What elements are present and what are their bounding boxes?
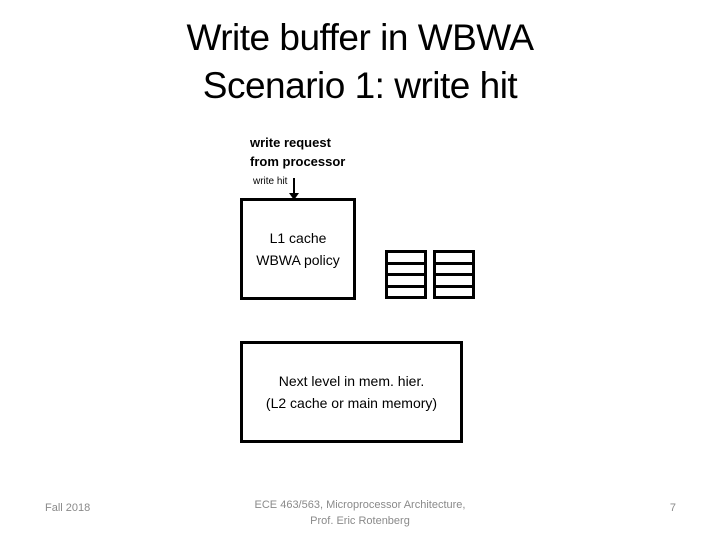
write-hit-label: write hit bbox=[253, 176, 288, 187]
next-level-box-line1: Next level in mem. hier. bbox=[278, 373, 425, 389]
footer-date: Fall 2018 bbox=[45, 502, 91, 514]
write-buffer-entry bbox=[436, 287, 472, 296]
slide-title-line2: Scenario 1: write hit bbox=[202, 65, 518, 106]
footer-course-line1: ECE 463/563, Microprocessor Architecture… bbox=[254, 499, 466, 511]
footer-course-line2: Prof. Eric Rotenberg bbox=[310, 515, 410, 527]
l1-cache-box: L1 cache WBWA policy bbox=[240, 198, 356, 300]
slide-title-line1: Write buffer in WBWA bbox=[186, 17, 534, 58]
request-arrow-line bbox=[293, 178, 295, 194]
write-buffer-entry bbox=[436, 253, 472, 262]
footer-course-info: ECE 463/563, Microprocessor Architecture… bbox=[0, 497, 720, 529]
page-number: 7 bbox=[669, 502, 676, 514]
request-arrow-head-icon bbox=[289, 193, 299, 200]
next-level-box-line2: (L2 cache or main memory) bbox=[265, 395, 438, 411]
slide-title: Write buffer in WBWA Scenario 1: write h… bbox=[0, 14, 720, 110]
write-buffer bbox=[433, 250, 475, 299]
write-buffer bbox=[385, 250, 427, 299]
write-buffer-entry bbox=[436, 264, 472, 273]
l1-cache-box-line1: L1 cache bbox=[269, 230, 327, 246]
write-buffer-entry bbox=[388, 264, 424, 273]
write-request-label: write request from processor bbox=[250, 133, 345, 171]
write-buffer-entry bbox=[388, 253, 424, 262]
write-request-label-line1: write request bbox=[250, 135, 331, 150]
l1-cache-box-line2: WBWA policy bbox=[256, 252, 340, 268]
write-buffer-entry bbox=[388, 276, 424, 285]
write-buffer-entry bbox=[436, 276, 472, 285]
next-level-box: Next level in mem. hier. (L2 cache or ma… bbox=[240, 341, 463, 443]
write-request-label-line2: from processor bbox=[250, 154, 346, 169]
write-buffer-entry bbox=[388, 287, 424, 296]
